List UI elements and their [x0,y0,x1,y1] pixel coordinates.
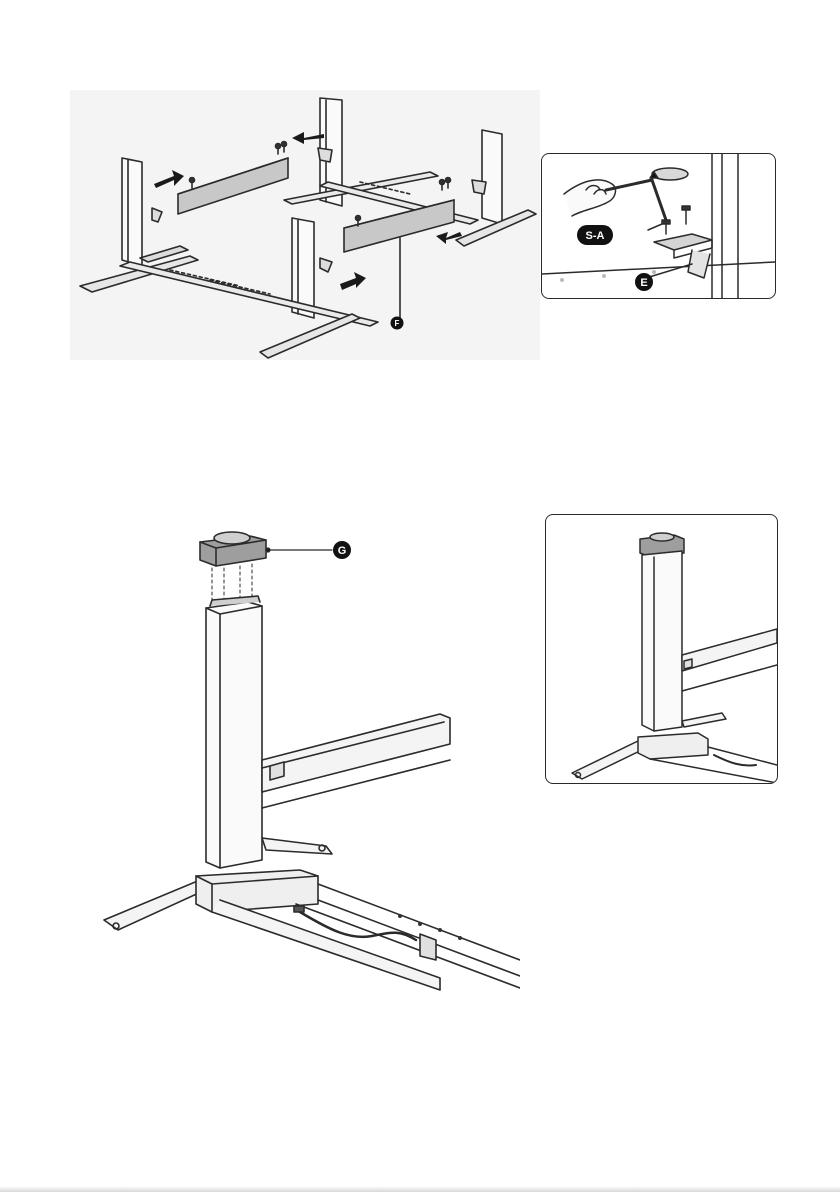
callout-e: E [634,272,654,292]
inset-screw-tightening: S-A E [541,153,776,299]
callout-sa-label: S-A [586,230,605,242]
callout-e-label: E [640,277,647,289]
bottom-edge-shadow [0,1186,840,1192]
leg-cap-g [200,532,266,566]
callout-f: F [390,316,404,330]
left-back-leg [122,158,142,266]
figure-leg-cap-installation: G [100,520,520,1000]
callout-sa: S-A [576,224,614,246]
hand-icon [564,180,615,216]
rotation-arrow-icon [650,168,688,180]
base-frame [196,870,520,990]
far-right-leg [482,130,502,224]
screw-icon [662,206,690,234]
callout-g-label: G [338,545,347,557]
crossbeam [262,714,450,808]
callout-f-label: F [395,319,400,328]
bracket-e [654,234,712,278]
figure-crossbeam-assembly: F [70,90,540,360]
leg-column [206,596,262,868]
callout-g: G [332,540,352,560]
inset-cap-installed [545,514,778,784]
